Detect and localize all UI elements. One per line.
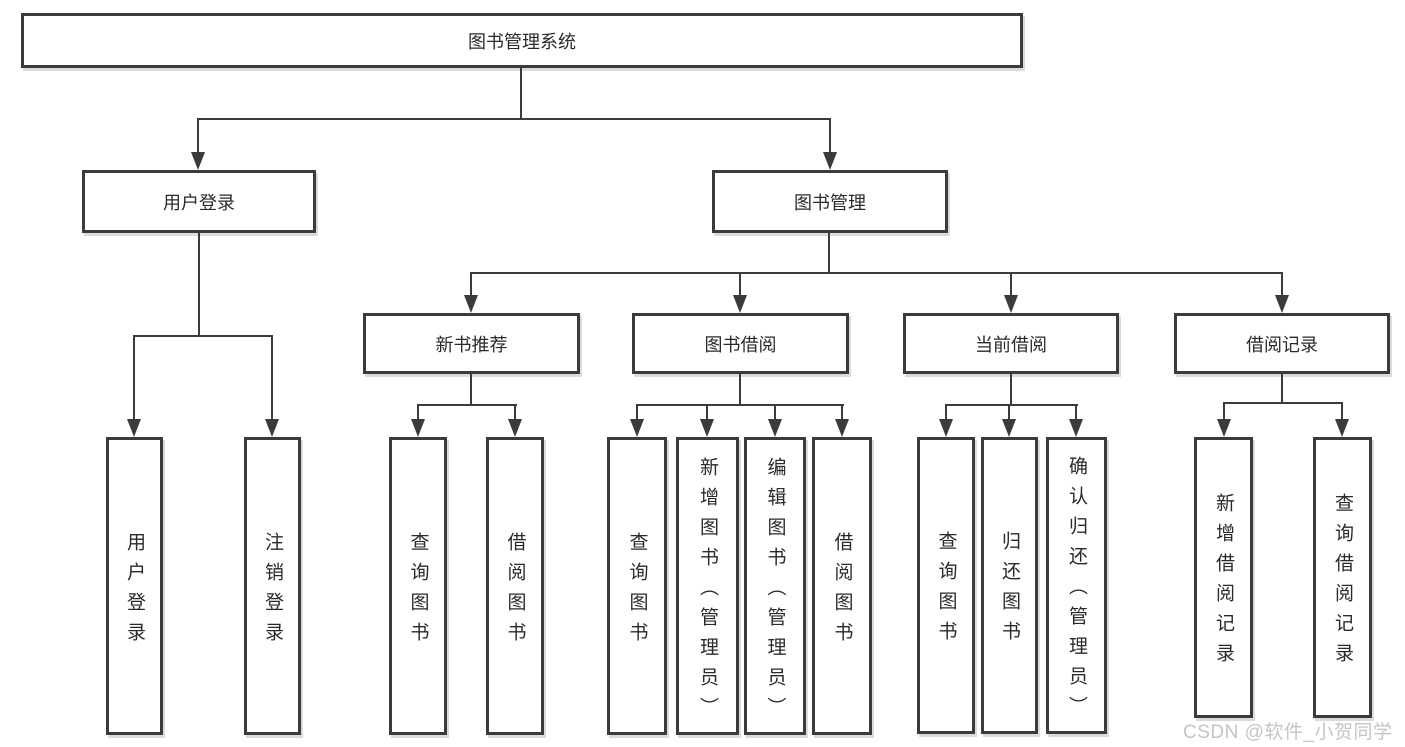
arrow-down-icon <box>733 295 747 313</box>
arrow-down-icon <box>1004 295 1018 313</box>
leaf-query-books-3: 查询图书 <box>917 437 975 734</box>
connector-line <box>1341 402 1343 420</box>
arrow-down-icon <box>191 152 205 170</box>
connector-line <box>739 374 741 406</box>
node-new-book-recommend: 新书推荐 <box>363 313 580 374</box>
connector-line <box>829 118 831 153</box>
connector-line <box>1223 402 1343 404</box>
arrow-down-icon <box>700 419 714 437</box>
arrow-down-icon <box>464 295 478 313</box>
connector-line <box>514 404 516 420</box>
connector-line <box>1010 272 1012 295</box>
connector-line <box>470 374 472 406</box>
connector-line <box>470 272 1283 274</box>
arrow-down-icon <box>1335 419 1349 437</box>
arrow-down-icon <box>127 419 141 437</box>
leaf-user-login: 用户登录 <box>106 437 163 735</box>
node-book-borrowing: 图书借阅 <box>632 313 849 374</box>
arrow-down-icon <box>1002 419 1016 437</box>
leaf-return-books: 归还图书 <box>981 437 1038 734</box>
connector-line <box>133 335 135 419</box>
connector-line <box>271 335 273 419</box>
connector-line <box>197 118 831 120</box>
csdn-watermark: CSDN @软件_小贺同学 <box>1183 722 1393 743</box>
leaf-query-books-2: 查询图书 <box>607 437 667 735</box>
node-current-borrowing-label: 当前借阅 <box>975 334 1047 355</box>
leaf-edit-book-admin: 编辑图书（管理员） <box>744 437 806 735</box>
node-user-login: 用户登录 <box>82 170 316 233</box>
arrow-down-icon <box>768 419 782 437</box>
node-book-management: 图书管理 <box>712 170 948 233</box>
arrow-down-icon <box>1217 419 1231 437</box>
connector-line <box>636 404 638 420</box>
connector-line <box>1075 404 1077 420</box>
node-root: 图书管理系统 <box>21 13 1023 68</box>
arrow-down-icon <box>265 419 279 437</box>
node-new-book-recommend-label: 新书推荐 <box>435 334 508 355</box>
leaf-query-books-1: 查询图书 <box>389 437 447 735</box>
connector-line <box>417 404 419 420</box>
connector-line <box>417 404 517 406</box>
connector-line <box>739 272 741 295</box>
connector-line <box>1010 374 1012 406</box>
arrow-down-icon <box>1275 295 1289 313</box>
leaf-confirm-return-admin: 确认归还（管理员） <box>1046 437 1107 734</box>
connector-line <box>706 404 708 420</box>
connector-line <box>1223 402 1225 420</box>
arrow-down-icon <box>823 152 837 170</box>
connector-line <box>1281 272 1283 295</box>
connector-line <box>1008 404 1010 420</box>
leaf-borrow-books-1: 借阅图书 <box>486 437 544 735</box>
node-book-borrowing-label: 图书借阅 <box>704 334 777 355</box>
leaf-query-borrow-record: 查询借阅记录 <box>1313 437 1372 718</box>
connector-line <box>197 118 199 153</box>
arrow-down-icon <box>939 419 953 437</box>
node-user-login-label: 用户登录 <box>163 192 235 213</box>
node-book-management-label: 图书管理 <box>794 192 866 213</box>
arrow-down-icon <box>630 419 644 437</box>
connector-line <box>636 404 844 406</box>
connector-line <box>133 335 273 337</box>
arrow-down-icon <box>508 419 522 437</box>
node-borrowing-records: 借阅记录 <box>1174 313 1390 374</box>
arrow-down-icon <box>835 419 849 437</box>
arrow-down-icon <box>1069 419 1083 437</box>
node-current-borrowing: 当前借阅 <box>903 313 1119 374</box>
connector-line <box>470 272 472 295</box>
connector-line <box>1281 374 1283 404</box>
connector-line <box>828 233 830 274</box>
connector-line <box>841 404 843 420</box>
leaf-borrow-books-2: 借阅图书 <box>812 437 872 735</box>
connector-line <box>945 404 947 420</box>
leaf-logout: 注销登录 <box>244 437 301 735</box>
connector-line <box>198 233 200 337</box>
leaf-add-book-admin: 新增图书（管理员） <box>676 437 739 735</box>
connector-line <box>774 404 776 420</box>
leaf-add-borrow-record: 新增借阅记录 <box>1194 437 1253 718</box>
connector-line <box>520 68 522 120</box>
node-borrowing-records-label: 借阅记录 <box>1246 334 1318 355</box>
arrow-down-icon <box>411 419 425 437</box>
connector-line <box>945 404 1078 406</box>
node-root-label: 图书管理系统 <box>468 31 576 52</box>
